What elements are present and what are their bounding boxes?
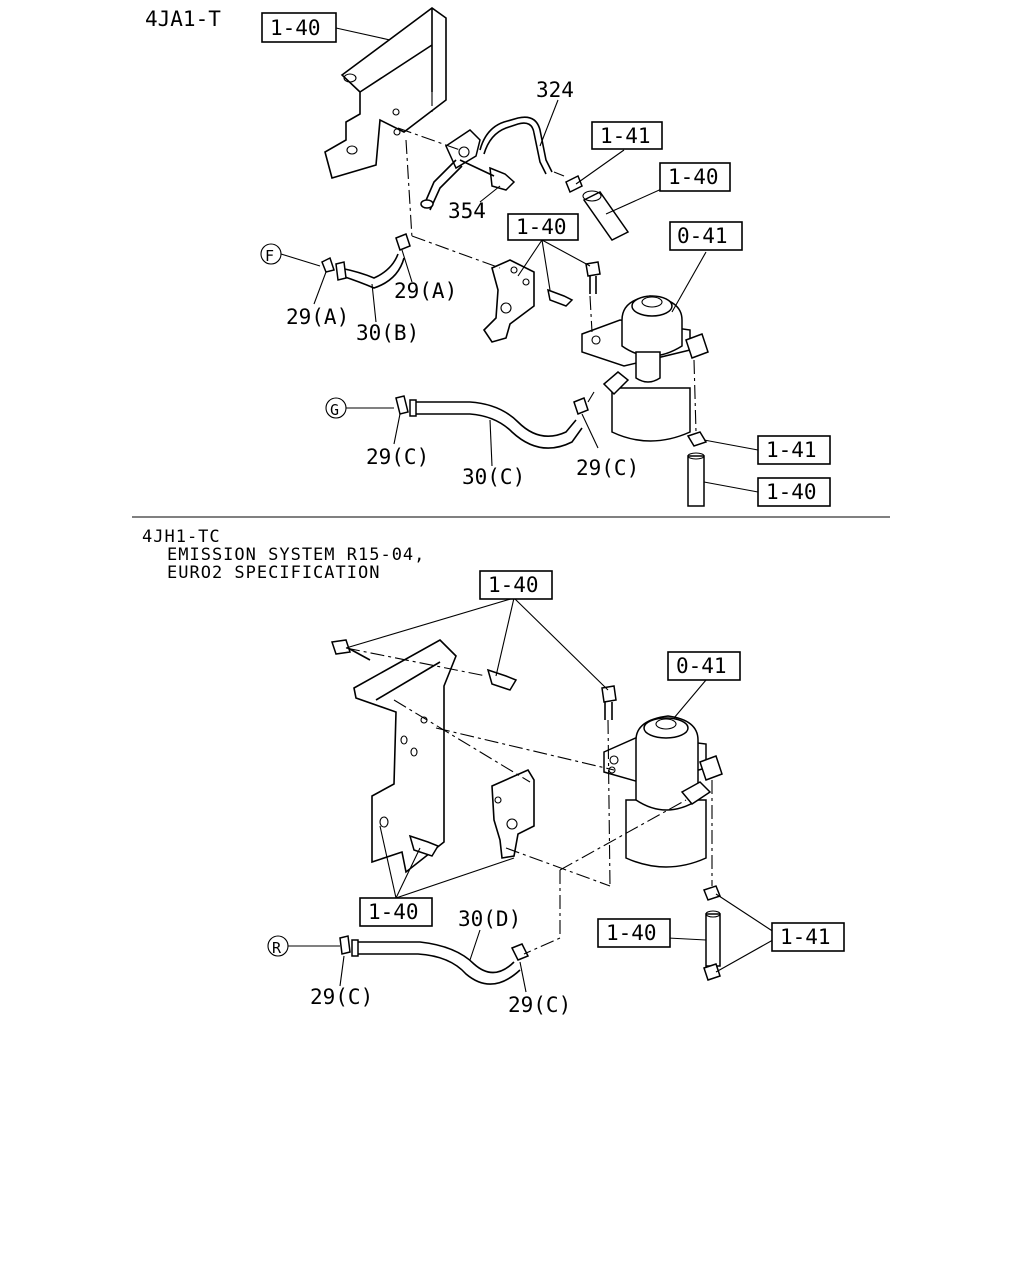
lower-mounting-bracket (353, 639, 457, 874)
svg-text:1-40: 1-40 (488, 573, 539, 597)
filter-mounting-bracket (482, 259, 535, 343)
alignment-line-b2 (393, 699, 531, 783)
callout-1-40-a: 1-40 (261, 12, 337, 43)
alignment-line-b3 (435, 727, 615, 771)
callout-0-41-b: 0-41 (667, 651, 741, 681)
lower-small-bracket (491, 768, 535, 859)
top-section: 4JA1-T (145, 7, 831, 507)
alignment-line-b7 (559, 799, 687, 871)
fuel-pipe-324 (420, 116, 553, 211)
clip-29c-left-top (395, 395, 409, 415)
callout-1-40-e: 1-40 (479, 570, 553, 600)
svg-text:1-40: 1-40 (766, 480, 817, 504)
fuel-filter-assembly-top (581, 295, 709, 442)
callout-29c-left-bottom: 29(C) (310, 985, 373, 1009)
alignment-line-7 (553, 171, 565, 177)
clip-29c-right-bottom (510, 943, 530, 961)
upper-mounting-bracket (324, 7, 447, 179)
alignment-line-1 (405, 139, 413, 239)
clip-1-41-lower-bottom (703, 963, 721, 981)
svg-text:1-40: 1-40 (368, 900, 419, 924)
callout-29c-left: 29(C) (366, 445, 429, 469)
svg-text:1-40: 1-40 (516, 215, 567, 239)
callout-1-41-c: 1-41 (771, 922, 845, 952)
callout-29a-right: 29(A) (394, 279, 457, 303)
svg-text:1-41: 1-41 (600, 124, 651, 148)
callout-354: 354 (448, 199, 486, 223)
lower-bolt-2 (486, 668, 518, 691)
hose-30b (335, 253, 405, 289)
callout-1-40-c: 1-40 (507, 213, 579, 241)
callout-324: 324 (536, 78, 574, 102)
caption-line-1: EMISSION SYSTEM R15-04, (167, 545, 425, 565)
engine-code-top: 4JA1-T (145, 7, 221, 31)
callout-0-41-a: 0-41 (669, 221, 743, 251)
bracket-bolt-2 (585, 261, 601, 294)
svg-text:G: G (330, 401, 339, 419)
bottom-leader-lines (339, 597, 781, 993)
svg-text:1-40: 1-40 (606, 921, 657, 945)
lower-bolt-1 (331, 639, 371, 661)
clip-29a-left (321, 256, 335, 273)
callout-1-40-f: 1-40 (359, 897, 433, 927)
alignment-line-b5 (505, 847, 611, 887)
bracket-bolt-1 (546, 288, 574, 307)
alignment-line-4 (589, 295, 593, 333)
clip-1-41-lower-top (686, 431, 708, 447)
callout-1-41-b: 1-41 (757, 435, 831, 465)
alignment-line-b6 (523, 870, 561, 955)
clip-1-41-upper-bottom (703, 885, 721, 901)
callout-29a-left: 29(A) (286, 305, 349, 329)
hose-clip-top (565, 174, 583, 194)
ref-marker-g: G (325, 397, 394, 419)
callout-30b: 30(B) (356, 321, 419, 345)
alignment-line-5 (693, 359, 697, 433)
ref-marker-r: R (267, 935, 340, 957)
callout-1-40-g: 1-40 (597, 918, 671, 948)
clip-29a-right (395, 233, 411, 251)
lower-bolt-4 (408, 834, 440, 857)
hose-30d (351, 939, 521, 985)
bolt-354 (459, 159, 516, 191)
callout-1-40-d: 1-40 (757, 477, 831, 507)
engine-code-bottom: 4JH1-TC (142, 527, 221, 547)
svg-text:0-41: 0-41 (676, 654, 727, 678)
svg-text:0-41: 0-41 (677, 224, 728, 248)
svg-text:R: R (272, 939, 282, 957)
ref-marker-f: F (260, 243, 321, 267)
fuel-filter-assembly-bottom (603, 715, 723, 868)
svg-text:1-40: 1-40 (270, 16, 321, 40)
alignment-line-b1 (345, 647, 487, 677)
hose-30c (409, 399, 583, 449)
svg-text:1-41: 1-41 (766, 438, 817, 462)
clip-29c-right-top (573, 397, 589, 415)
sleeve-1-40-lower-top (687, 452, 705, 507)
caption-line-2: EURO2 SPECIFICATION (167, 563, 380, 583)
svg-text:1-40: 1-40 (668, 165, 719, 189)
bottom-section: 4JH1-TC EMISSION SYSTEM R15-04, EURO2 SP… (142, 527, 845, 1017)
alignment-line-6 (587, 391, 595, 403)
lower-bolt-3 (601, 685, 617, 720)
sleeve-1-40-bottom (705, 910, 721, 967)
alignment-line-b4 (607, 719, 611, 887)
callout-1-41-a: 1-41 (591, 121, 663, 150)
callout-30c: 30(C) (462, 465, 525, 489)
svg-text:1-41: 1-41 (780, 925, 831, 949)
alignment-line-2 (397, 127, 461, 151)
callout-1-40-b: 1-40 (659, 162, 731, 192)
callout-29c-right: 29(C) (576, 456, 639, 480)
svg-text:F: F (265, 247, 274, 265)
rubber-sleeve-top (582, 190, 630, 241)
clip-29c-left-bottom (339, 935, 351, 955)
top-leader-lines (313, 27, 759, 493)
callout-30d: 30(D) (458, 907, 521, 931)
callout-29c-right-bottom: 29(C) (508, 993, 571, 1017)
alignment-line-3 (411, 235, 501, 269)
